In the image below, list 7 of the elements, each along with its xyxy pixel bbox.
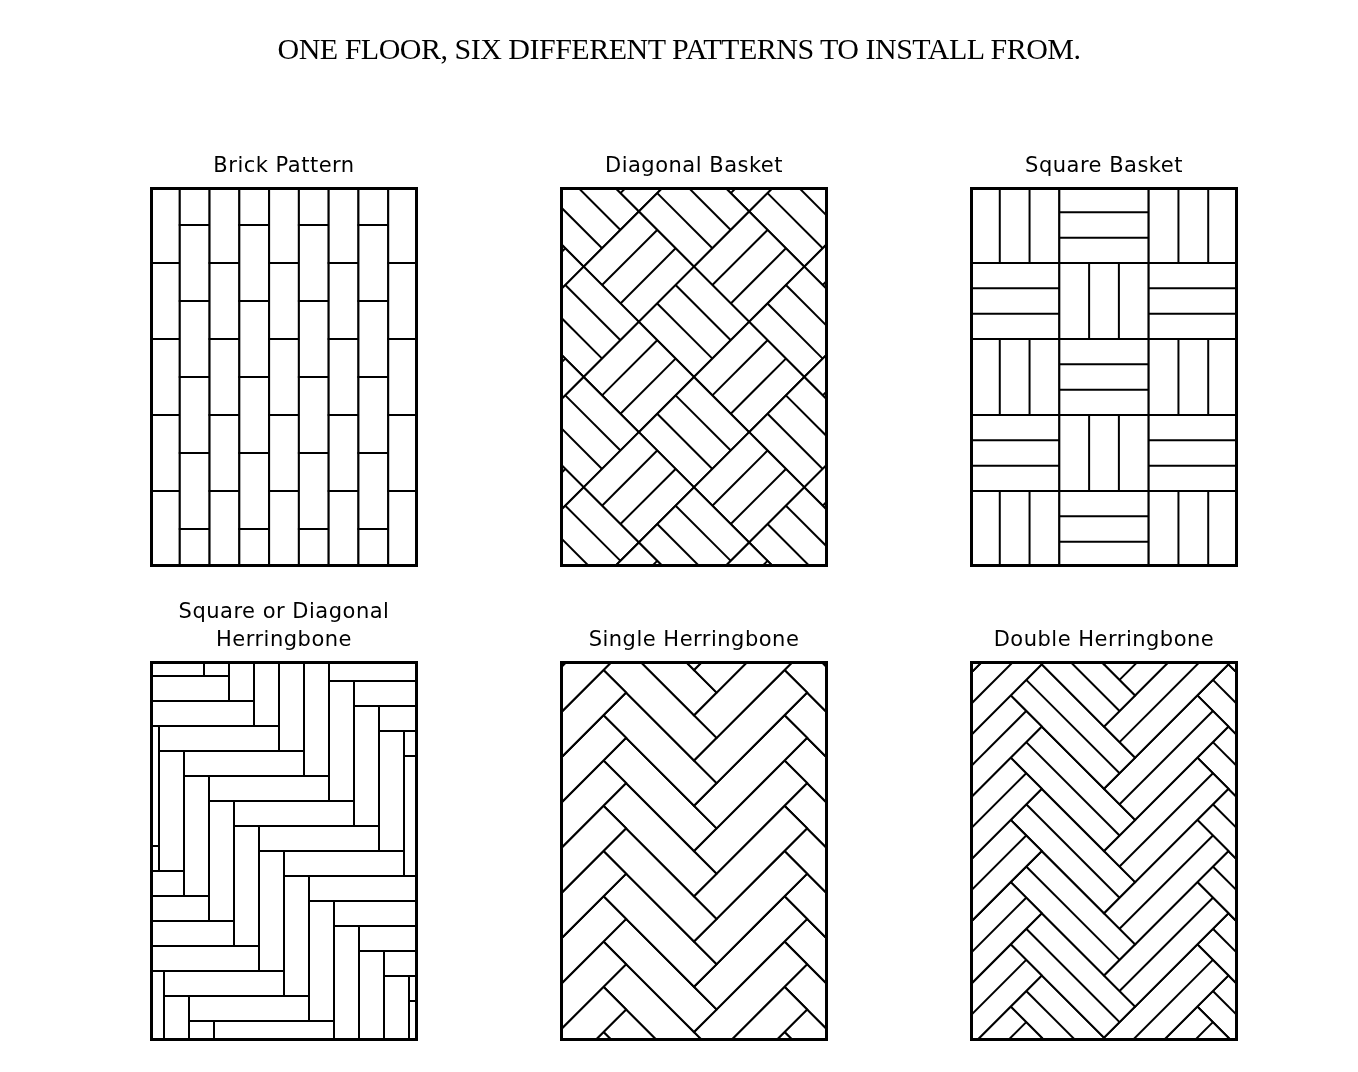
pattern-label: Single Herringbone (587, 626, 801, 653)
pattern-label: Brick Pattern (212, 152, 356, 179)
pattern-label: Diagonal Basket (604, 152, 784, 179)
pattern-label: Square or Diagonal Herringbone (177, 598, 391, 653)
pattern-label: Double Herringbone (992, 626, 1216, 653)
page-title: ONE FLOOR, SIX DIFFERENT PATTERNS TO INSTALL FROM. (277, 31, 1081, 67)
pattern-label: Square Basket (1024, 152, 1184, 179)
